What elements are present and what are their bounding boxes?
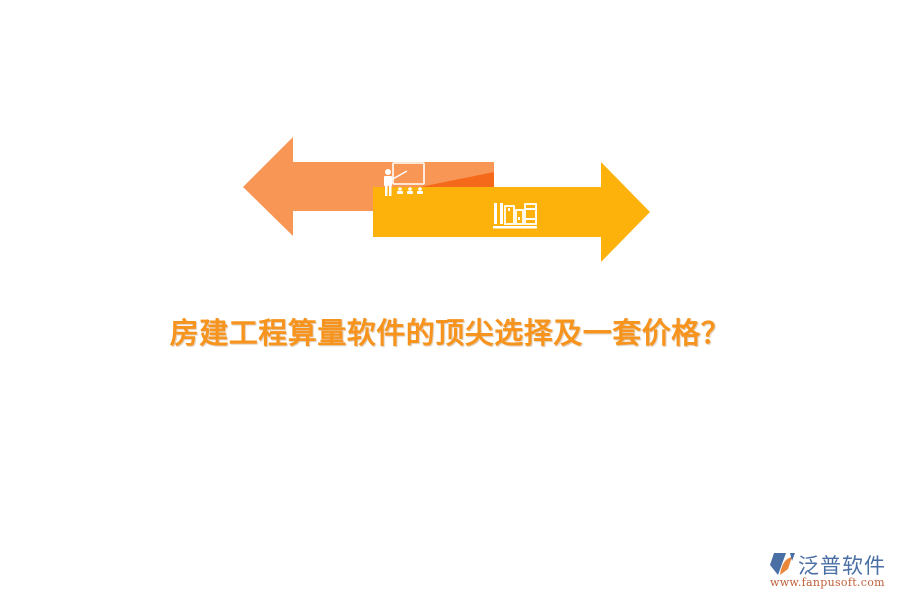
right-arrow	[373, 162, 650, 262]
double-arrow-diagram	[243, 137, 650, 262]
logo-mark-icon	[770, 553, 795, 575]
brand-logo[interactable]: 泛普软件 www.fanpusoft.com	[768, 550, 893, 590]
logo-name: 泛普软件	[798, 554, 886, 578]
left-arrow	[243, 137, 494, 236]
page-title: 房建工程算量软件的顶尖选择及一套价格？	[169, 316, 731, 350]
bookshelf-icon	[493, 203, 537, 229]
logo-url[interactable]: www.fanpusoft.com	[770, 576, 885, 589]
